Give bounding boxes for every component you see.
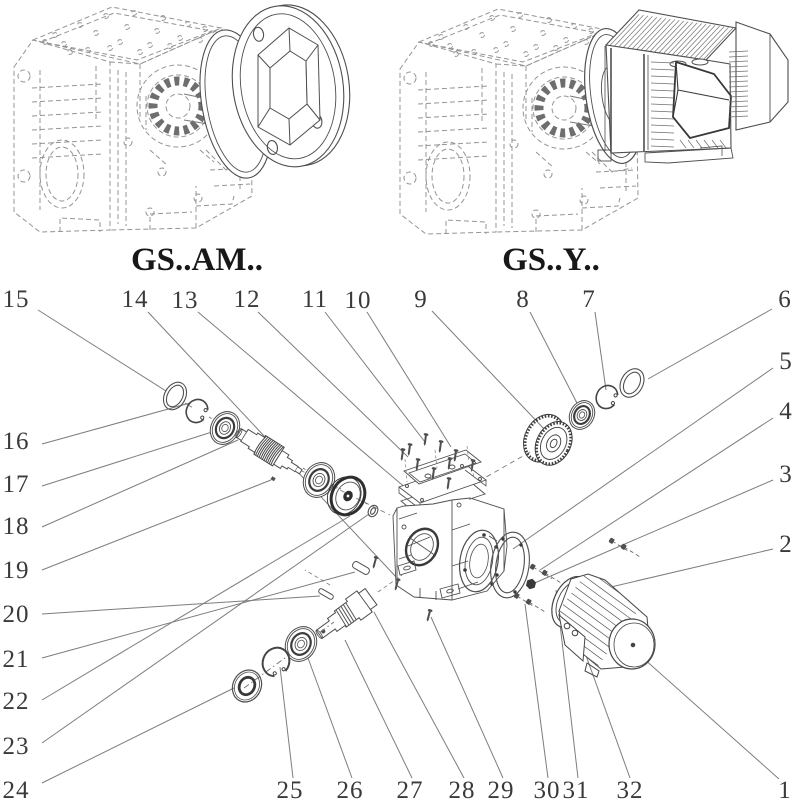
svg-text:5: 5: [779, 348, 793, 375]
svg-text:19: 19: [3, 557, 30, 584]
svg-text:8: 8: [516, 286, 530, 313]
svg-text:3: 3: [779, 461, 793, 488]
svg-text:6: 6: [778, 286, 792, 313]
svg-text:31: 31: [563, 777, 590, 800]
svg-text:23: 23: [3, 733, 30, 760]
svg-text:21: 21: [3, 646, 30, 673]
svg-text:13: 13: [172, 287, 199, 314]
svg-text:14: 14: [122, 286, 149, 313]
svg-text:GS..AM..: GS..AM..: [131, 242, 263, 278]
svg-text:15: 15: [3, 286, 30, 313]
svg-text:17: 17: [3, 471, 30, 498]
svg-text:24: 24: [3, 777, 30, 800]
svg-text:26: 26: [337, 777, 364, 800]
svg-text:29: 29: [488, 777, 515, 800]
svg-text:32: 32: [617, 777, 644, 800]
svg-text:1: 1: [778, 777, 792, 800]
svg-text:22: 22: [3, 688, 30, 715]
svg-text:27: 27: [397, 777, 424, 800]
svg-text:12: 12: [234, 286, 261, 313]
svg-text:16: 16: [3, 428, 30, 455]
svg-text:11: 11: [302, 286, 328, 313]
svg-text:7: 7: [582, 286, 596, 313]
svg-text:18: 18: [3, 513, 30, 540]
svg-text:GS..Y..: GS..Y..: [502, 242, 600, 278]
svg-text:25: 25: [277, 777, 304, 800]
svg-text:30: 30: [534, 777, 561, 800]
svg-text:10: 10: [345, 287, 372, 314]
svg-text:28: 28: [449, 777, 476, 800]
svg-text:2: 2: [779, 531, 793, 558]
svg-text:4: 4: [779, 398, 793, 425]
svg-text:9: 9: [414, 286, 428, 313]
svg-text:20: 20: [3, 601, 30, 628]
